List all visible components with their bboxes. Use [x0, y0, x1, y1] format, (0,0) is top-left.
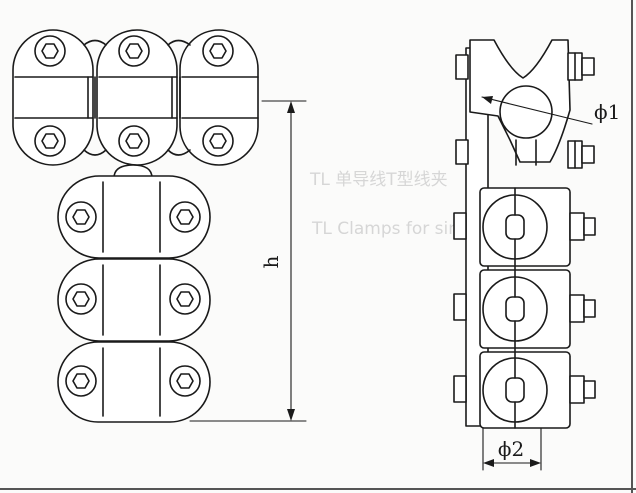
bolt-shank: [583, 299, 596, 318]
side-clamp-2: [479, 269, 571, 349]
side-clamp-1: [479, 187, 571, 267]
hex-nut-icon: [72, 209, 90, 225]
bolt-shank: [581, 57, 595, 76]
bolt-shank: [581, 145, 595, 164]
height-label: h: [259, 255, 283, 268]
bolt-head-icon: [455, 139, 469, 165]
diameter-2-label: ϕ2: [498, 437, 524, 461]
connecting-neck: [113, 164, 153, 179]
bolt-head-icon: [202, 125, 234, 157]
stacked-clamp-column: [57, 175, 211, 423]
arrow-up-icon: [287, 101, 295, 113]
hex-nut-icon: [125, 133, 143, 149]
bolt-head-icon: [569, 294, 585, 323]
hex-nut-icon: [41, 43, 59, 59]
arrow-right-icon: [530, 459, 541, 467]
arrow-left-icon: [482, 96, 493, 104]
top-clamp-body-right: [179, 29, 259, 166]
stacked-clamp-body-3: [57, 341, 211, 423]
arrow-down-icon: [287, 409, 295, 421]
hex-nut-icon: [209, 43, 227, 59]
conductor-insert: [505, 296, 525, 322]
bolt-head-icon: [118, 125, 150, 157]
bolt-head-icon: [169, 201, 201, 233]
bolt-head-icon: [453, 212, 467, 240]
top-clamp-body-left: [12, 29, 94, 166]
bolt-head-icon: [453, 293, 467, 321]
side-bolt-set: [453, 212, 596, 404]
bolt-head-icon: [65, 365, 97, 397]
bolt-head-icon: [569, 212, 585, 241]
stacked-clamp-body-1: [57, 175, 211, 259]
bolt-head-icon: [34, 125, 66, 157]
conductor-insert: [505, 377, 525, 403]
bolt-head-icon: [169, 283, 201, 315]
hex-nut-icon: [72, 373, 90, 389]
main-conductor-bore: [499, 85, 553, 139]
bolt-head-icon: [34, 35, 66, 67]
leader-line-phi1: [481, 96, 593, 125]
stacked-clamp-body-2: [57, 258, 211, 342]
bolt-head-icon: [455, 54, 469, 80]
top-web-1: [83, 39, 107, 46]
hex-nut-icon: [176, 209, 194, 225]
height-dimension: h: [189, 100, 307, 422]
hex-nut-icon: [209, 133, 227, 149]
diameter-2-dimension: ϕ2: [482, 427, 542, 471]
bolt-shank: [583, 217, 596, 236]
top-clamp-row: [12, 29, 259, 166]
diameter-1-label: ϕ1: [594, 100, 620, 124]
side-clamp-3: [479, 351, 571, 429]
hex-nut-icon: [176, 373, 194, 389]
bolt-head-icon: [65, 283, 97, 315]
bolt-head-icon: [569, 375, 585, 404]
top-web-2: [167, 39, 191, 46]
bolt-head-icon: [453, 375, 467, 403]
top-clamp-body-middle: [96, 29, 178, 166]
bolt-head-icon: [169, 365, 201, 397]
hex-nut-icon: [125, 43, 143, 59]
conductor-insert: [505, 214, 525, 240]
top-web-3: [83, 149, 107, 156]
bolt-head-icon: [202, 35, 234, 67]
side-stacked-clamps: [479, 187, 571, 429]
hex-nut-icon: [41, 133, 59, 149]
bolt-shank: [583, 380, 596, 399]
watermark-line-1: TL 单导线T型线夹: [309, 170, 448, 190]
top-web-4: [167, 149, 191, 156]
front-view: h: [12, 29, 307, 423]
bolt-head-icon: [118, 35, 150, 67]
side-view: ϕ1 ϕ2: [453, 39, 620, 471]
bolt-head-icon: [65, 201, 97, 233]
arrow-left-icon: [483, 459, 494, 467]
top-bolt-set: [455, 52, 595, 169]
diameter-1-dimension: ϕ1: [481, 96, 620, 125]
hex-nut-icon: [176, 291, 194, 307]
hex-nut-icon: [72, 291, 90, 307]
